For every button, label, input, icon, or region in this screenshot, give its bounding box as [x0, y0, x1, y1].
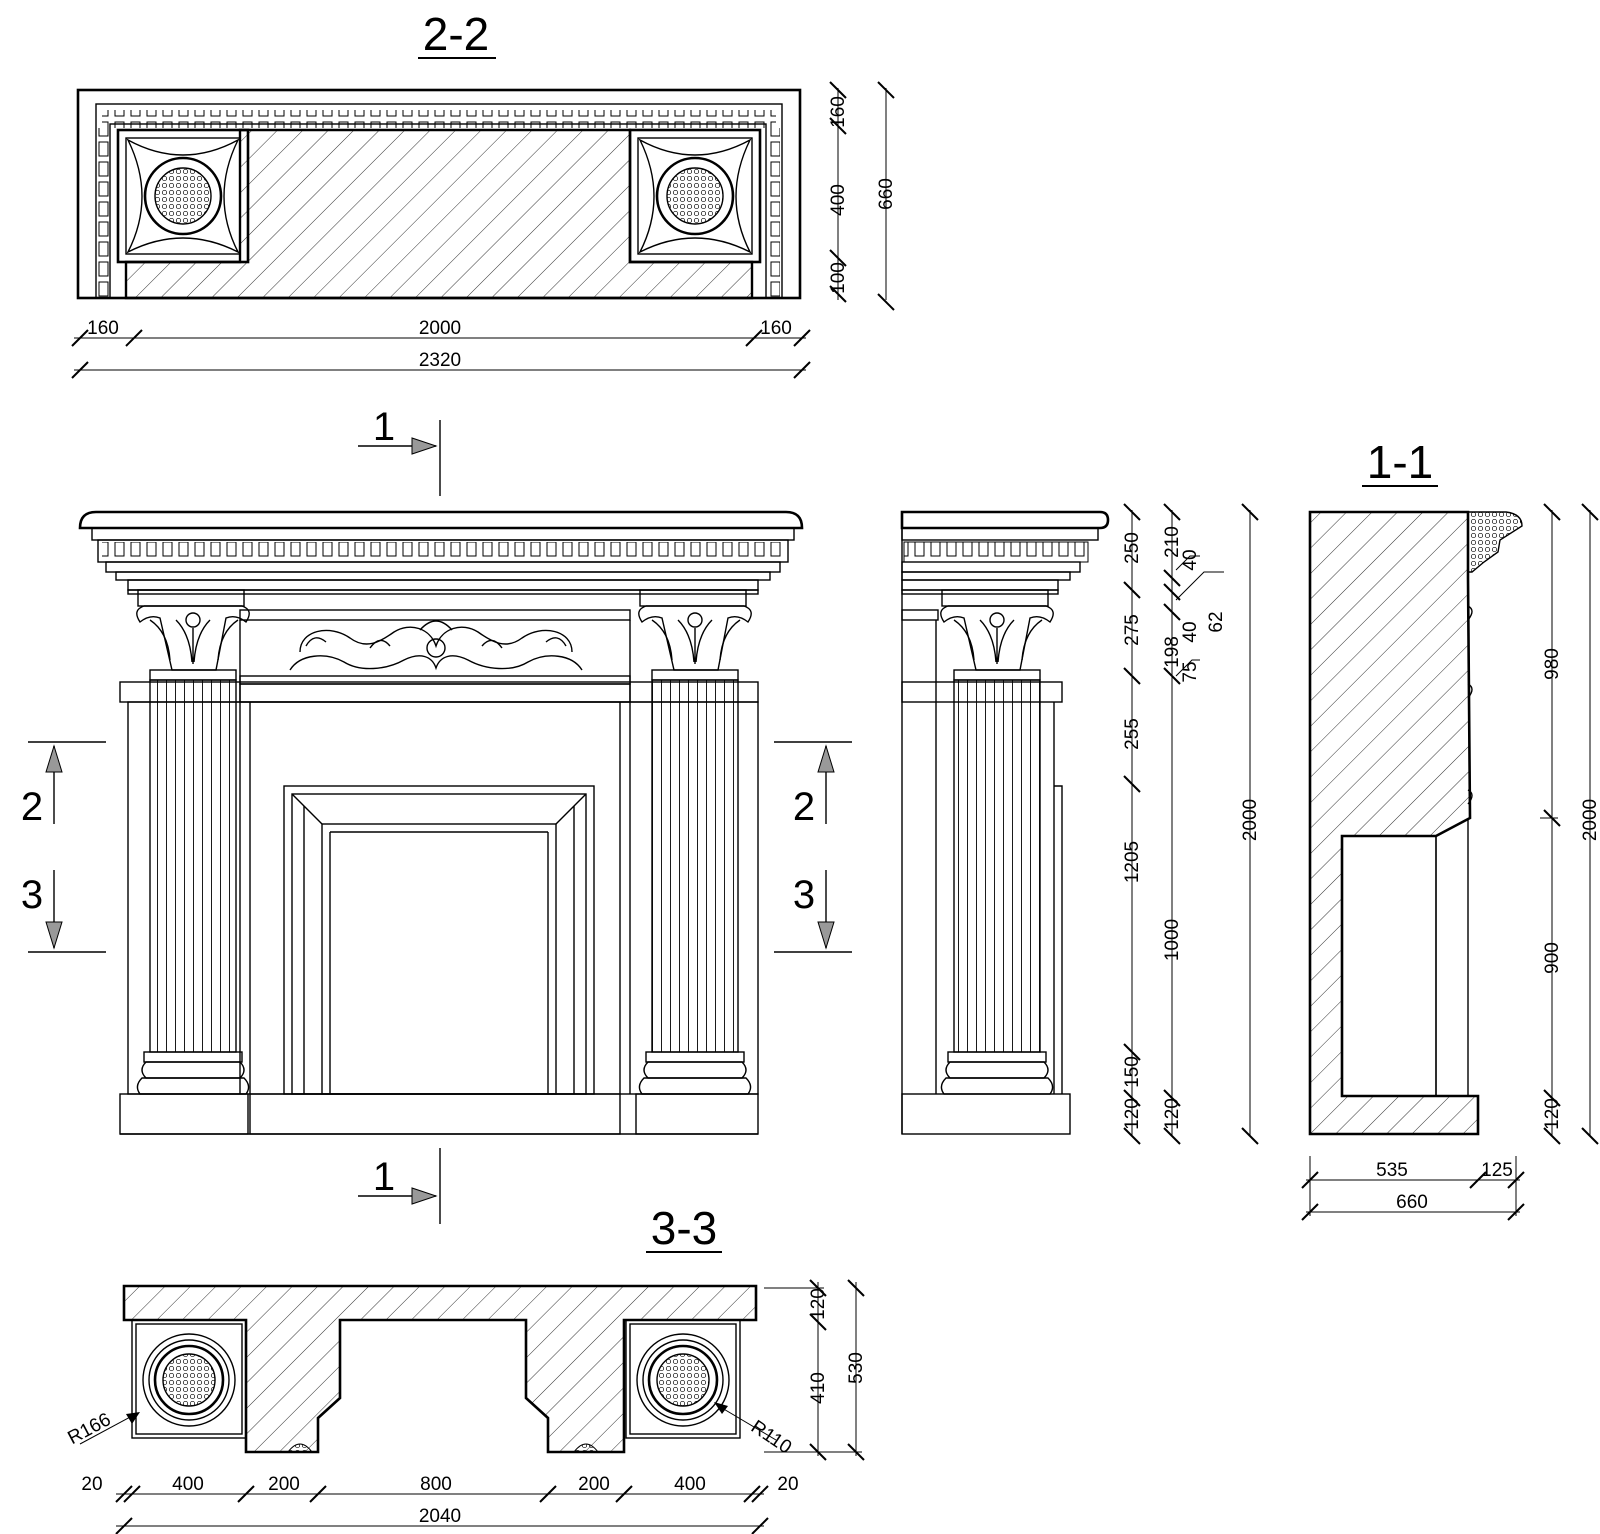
dim-2-2-660: 660	[876, 178, 897, 210]
dim-3-3-120: 120	[808, 1288, 829, 1320]
dim-3-3-400-right: 400	[674, 1474, 706, 1495]
cut-label-2-left: 2	[21, 785, 43, 829]
section-2-2: 2-2	[71, 8, 897, 379]
dim-3-3-400-left: 400	[172, 1474, 204, 1495]
dim-side-40-mid: 40	[1180, 621, 1201, 642]
dim-1-1-900: 900	[1542, 942, 1563, 974]
frieze-lower-band	[239, 683, 631, 703]
frieze-upper-molding	[239, 609, 631, 621]
front-elevation: 1 1	[21, 405, 852, 1224]
dim-2-2-160-vertical: 160	[828, 96, 849, 128]
dim-1-1-535: 535	[1376, 1160, 1408, 1181]
section-3-3: 3-3 R166 R110	[64, 1202, 867, 1534]
plan-dims-horizontal: 160 2000 160 2320	[71, 318, 811, 379]
dim-2-2-160-right: 160	[760, 318, 792, 339]
cut-label-2-right: 2	[793, 785, 815, 829]
dim-side-75: 75	[1180, 661, 1201, 682]
frieze-lower-molding	[239, 675, 631, 685]
side-dims: 250 210 40 275 198 40 62 75 255 1205 100…	[1122, 503, 1261, 1145]
dim-side-120-b: 120	[1162, 1098, 1183, 1130]
plan-dentils-top	[102, 110, 776, 128]
cut-mark-1-top: 1	[358, 405, 441, 496]
dim-side-2000: 2000	[1240, 799, 1261, 841]
dim-side-250: 250	[1122, 532, 1143, 564]
side-column	[940, 589, 1054, 1095]
section-3-3-column-left	[131, 1319, 247, 1439]
dim-2-2-2320: 2320	[419, 350, 461, 371]
dim-3-3-800: 800	[420, 1474, 452, 1495]
section-2-2-title: 2-2	[423, 8, 489, 60]
dim-side-62: 62	[1206, 611, 1227, 632]
plan-dentils-left	[96, 128, 110, 298]
dim-side-255: 255	[1122, 718, 1143, 750]
dim-1-1-125: 125	[1481, 1160, 1513, 1181]
section-3-3-title: 3-3	[651, 1202, 717, 1254]
dim-side-210: 210	[1162, 526, 1183, 558]
dim-3-3-200-right: 200	[578, 1474, 610, 1495]
plan-dims-vertical: 160 400 100 660	[828, 81, 897, 311]
front-column-right	[635, 589, 759, 1135]
dim-side-1205: 1205	[1122, 841, 1143, 883]
dim-2-2-2000: 2000	[419, 318, 461, 339]
cut-mark-1-bottom: 1	[358, 1148, 441, 1224]
dim-side-275: 275	[1122, 614, 1143, 646]
dim-3-3-20-right: 20	[777, 1474, 798, 1495]
frieze-top-band	[127, 589, 759, 595]
firebox-surround	[283, 785, 595, 1095]
cut-marks-right: 2 3	[774, 741, 852, 953]
dim-1-1-2000: 2000	[1580, 799, 1600, 841]
dim-2-2-100: 100	[828, 262, 849, 294]
dim-side-150: 150	[1122, 1056, 1143, 1088]
front-hearth-plinth	[249, 1093, 621, 1135]
dim-side-120-a: 120	[1122, 1098, 1143, 1130]
cut-label-3-left: 3	[21, 873, 43, 917]
dim-side-1000: 1000	[1162, 919, 1183, 961]
section-1-1: 1-1 980 900 120 2000	[1301, 436, 1600, 1221]
dim-3-3-20-left: 20	[81, 1474, 102, 1495]
dim-1-1-980: 980	[1542, 648, 1563, 680]
dim-3-3-410: 410	[808, 1372, 829, 1404]
plan-capital-right	[628, 128, 762, 264]
dim-2-2-160-left: 160	[87, 318, 119, 339]
section-1-1-hatched-body	[1308, 510, 1480, 1136]
section-1-1-title: 1-1	[1367, 436, 1433, 488]
side-elevation: 250 210 40 275 198 40 62 75 255 1205 100…	[900, 503, 1261, 1145]
dim-side-40-top: 40	[1180, 549, 1201, 570]
frieze-ornament	[289, 620, 583, 671]
cut-label-1-bottom: 1	[373, 1155, 395, 1199]
dim-3-3-r166: R166	[64, 1409, 114, 1449]
plan-dentils-right	[766, 128, 780, 298]
plan-capital-left	[116, 128, 250, 264]
front-column-left	[119, 589, 250, 1135]
section-3-3-column-right	[625, 1319, 741, 1439]
dim-3-3-2040: 2040	[419, 1506, 461, 1527]
section-1-1-dims: 980 900 120 2000 535 125 660	[1301, 503, 1600, 1221]
dim-3-3-200-left: 200	[268, 1474, 300, 1495]
cut-label-3-right: 3	[793, 873, 815, 917]
dim-1-1-660: 660	[1396, 1192, 1428, 1213]
dim-3-3-530: 530	[846, 1352, 867, 1384]
dim-2-2-400: 400	[828, 184, 849, 216]
dim-1-1-120: 120	[1542, 1098, 1563, 1130]
front-cornice	[78, 510, 804, 591]
cut-marks-left: 2 3	[21, 741, 106, 953]
cut-label-1-top: 1	[373, 405, 395, 449]
section-3-3-dims: 120 410 530 20 400 200 800 200 400 20 20…	[81, 1279, 867, 1534]
plan-hatched-section	[124, 128, 754, 300]
section-1-1-cornice-profile	[1467, 511, 1523, 573]
dim-side-198: 198	[1162, 636, 1183, 668]
